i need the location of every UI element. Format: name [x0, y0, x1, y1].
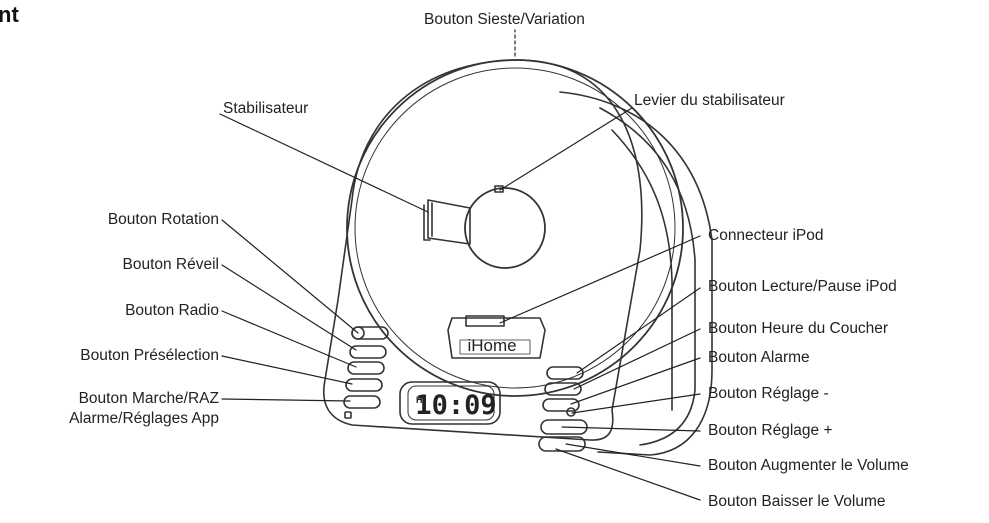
brand-logo: iHome [467, 336, 516, 355]
label-connecteur-ipod: Connecteur iPod [708, 227, 824, 244]
stabilizer-clamp [427, 199, 471, 245]
display-time: 10:09 [415, 390, 496, 421]
label-bouton-marche-raz: Bouton Marche/RAZ [78, 390, 219, 407]
display-indicator: H [416, 395, 423, 405]
device-side-body [559, 91, 713, 456]
label-bouton-reglage-plus: Bouton Réglage + [708, 422, 833, 439]
label-bouton-heure-coucher: Bouton Heure du Coucher [708, 320, 889, 337]
label-bouton-preselection: Bouton Présélection [80, 347, 219, 364]
speaker-disc [346, 59, 684, 397]
label-bouton-rotation: Bouton Rotation [107, 211, 219, 228]
left-button-column [343, 326, 389, 419]
label-bouton-lecture-pause: Bouton Lecture/Pause iPod [708, 278, 897, 295]
label-bouton-alarme: Bouton Alarme [708, 349, 810, 366]
device-front-plate [323, 59, 643, 441]
label-bouton-radio: Bouton Radio [125, 302, 219, 319]
label-bouton-reveil: Bouton Réveil [122, 256, 219, 273]
clock-display-frame [399, 381, 501, 425]
label-bouton-reglage-moins: Bouton Réglage - [708, 385, 829, 402]
label-bouton-baisser-volume: Bouton Baisser le Volume [708, 493, 886, 510]
label-alarme-reglages-app: Alarme/Réglages App [69, 410, 219, 427]
label-bouton-augmenter-volume: Bouton Augmenter le Volume [708, 457, 909, 474]
label-bouton-sieste: Bouton Sieste/Variation [424, 11, 585, 28]
label-stabilisateur: Stabilisateur [223, 100, 309, 117]
section-title-fragment: nt [0, 2, 19, 27]
ipod-dock [447, 317, 546, 359]
label-levier-stabilisateur: Levier du stabilisateur [634, 92, 785, 109]
stabilizer-knob [464, 187, 546, 269]
